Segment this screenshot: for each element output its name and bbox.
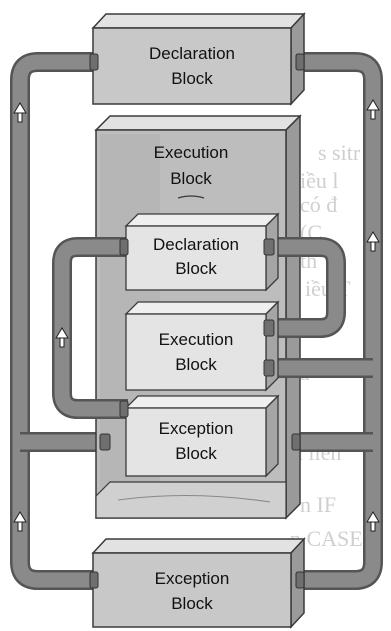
outer-exception-label-line2: Block (171, 594, 213, 613)
inner-declaration-label-line1: Declaration (153, 235, 239, 254)
outer-exception-block: Exception Block (93, 539, 304, 627)
inner-exception-block: Exception Block (126, 396, 278, 476)
outer-declaration-label-line1: Declaration (149, 44, 235, 63)
outer-execution-label-line2: Block (170, 169, 212, 188)
outer-declaration-block: Declaration Block (93, 14, 304, 104)
outer-exception-label-line1: Exception (155, 569, 230, 588)
inner-declaration-block: Declaration Block (126, 214, 278, 290)
outer-execution-label-line1: Execution (154, 143, 229, 162)
inner-execution-block: Execution Block (126, 302, 278, 390)
inner-exception-label-line1: Exception (159, 419, 234, 438)
inner-execution-label-line1: Execution (159, 330, 234, 349)
inner-execution-label-line2: Block (175, 355, 217, 374)
inner-exception-label-line2: Block (175, 444, 217, 463)
inner-declaration-label-line2: Block (175, 259, 217, 278)
outer-declaration-label-line2: Block (171, 69, 213, 88)
outer-execution-base (96, 482, 286, 518)
